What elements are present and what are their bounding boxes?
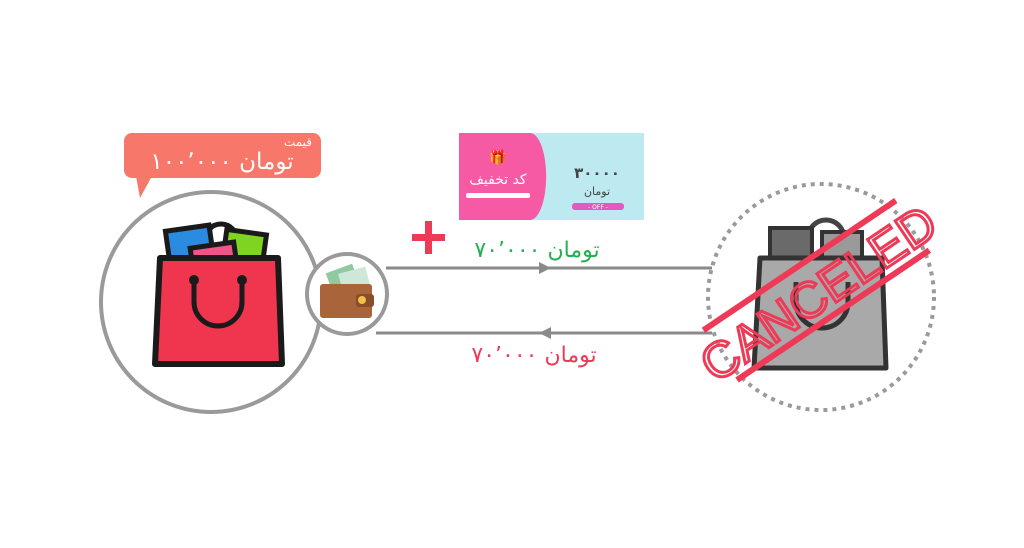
gift-icon: 🎁 bbox=[489, 149, 506, 166]
shopping-bag-icon bbox=[99, 190, 323, 414]
refund-amount: ۷۰٬۰۰۰ تومان bbox=[471, 343, 596, 368]
plus-icon bbox=[412, 221, 445, 254]
price-label: قیمت bbox=[284, 135, 312, 149]
coupon-tag: - OFF - bbox=[588, 204, 608, 211]
coupon-unit: تومان bbox=[584, 185, 610, 198]
coupon-value: ۳۰۰۰۰ bbox=[574, 164, 620, 182]
cancelled-bag-icon bbox=[706, 182, 936, 412]
wallet-icon bbox=[305, 252, 389, 336]
refund-arrow bbox=[376, 327, 712, 339]
price-amount: ۱۰۰٬۰۰۰ تومان bbox=[150, 149, 293, 175]
discount-coupon: 🎁 کد تخفیف ۳۰۰۰۰ تومان - OFF - bbox=[459, 133, 644, 220]
price-bubble: قیمت ۱۰۰٬۰۰۰ تومان bbox=[124, 133, 321, 198]
payment-arrow bbox=[386, 262, 712, 274]
coupon-title: کد تخفیف bbox=[469, 172, 527, 188]
payment-amount: ۷۰٬۰۰۰ تومان bbox=[474, 238, 599, 263]
